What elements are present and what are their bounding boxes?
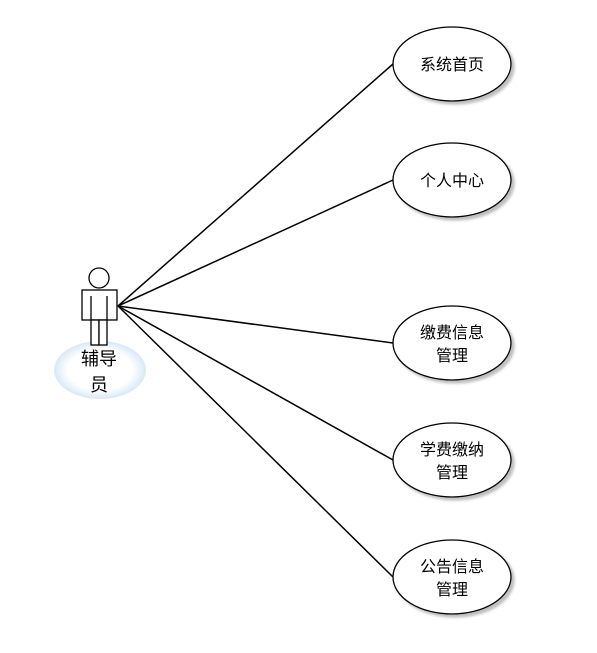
- actor-right-leg-icon: [98, 319, 108, 346]
- association-line-announcement: [117, 305, 394, 578]
- use-case-label: 个人中心: [420, 171, 484, 190]
- use-case-label-line1: 公告信息: [420, 557, 484, 576]
- use-case-ellipse: [392, 305, 512, 381]
- actor-label-line2: 员: [90, 375, 108, 396]
- use-case-personal-center[interactable]: 个人中心: [392, 142, 512, 218]
- use-case-label: 系统首页: [420, 55, 484, 74]
- actor-halo: [54, 341, 146, 399]
- use-case-ellipse: [392, 422, 512, 498]
- association-line-personal-center: [117, 179, 394, 307]
- actor: 辅导 员: [54, 267, 146, 399]
- association-line-home: [117, 63, 394, 307]
- association-lines: [117, 63, 394, 578]
- association-line-payment-info: [117, 305, 394, 344]
- use-case-label-line1: 学费缴纳: [420, 440, 484, 459]
- use-case-payment-info-management[interactable]: 缴费信息 管理: [392, 305, 512, 381]
- use-case-ellipse: [392, 26, 512, 102]
- use-case-home[interactable]: 系统首页: [392, 26, 512, 102]
- use-case-tuition-payment-management[interactable]: 学费缴纳 管理: [392, 422, 512, 498]
- use-case-ellipse: [392, 539, 512, 615]
- use-case-announcement-management[interactable]: 公告信息 管理: [392, 539, 512, 615]
- use-case-label-line2: 管理: [436, 346, 468, 365]
- use-case-label-line1: 缴费信息: [420, 323, 484, 342]
- actor-body-icon: [81, 289, 118, 321]
- use-case-label-line2: 管理: [436, 580, 468, 599]
- actor-label-line1: 辅导: [81, 349, 117, 370]
- actor-head-icon: [88, 267, 110, 289]
- use-case-label-line2: 管理: [436, 463, 468, 482]
- use-case-ellipse: [392, 142, 512, 218]
- association-line-tuition-payment: [117, 305, 394, 461]
- actor-left-leg-icon: [90, 319, 100, 346]
